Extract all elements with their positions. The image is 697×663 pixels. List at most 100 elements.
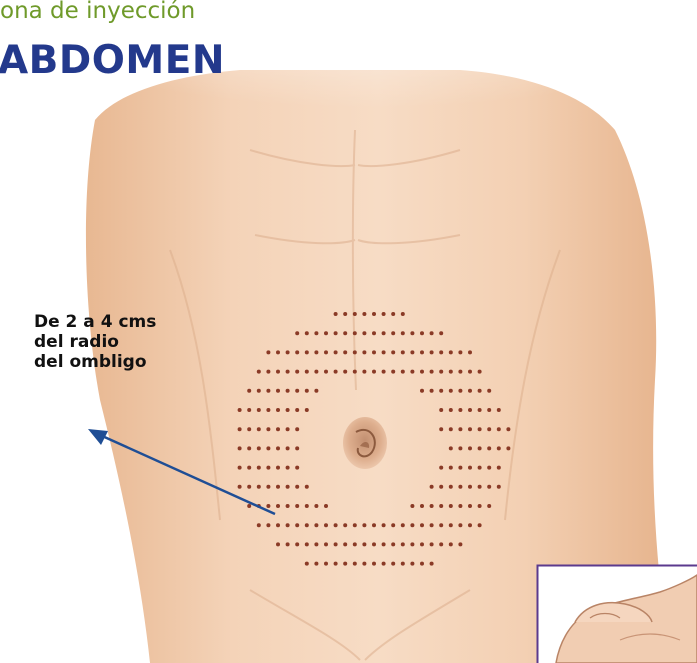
injection-dot (286, 485, 290, 489)
injection-dot (401, 562, 405, 566)
injection-dot (478, 466, 482, 470)
injection-dot (247, 408, 251, 412)
injection-dot (343, 523, 347, 527)
injection-dot (286, 523, 290, 527)
injection-dot (305, 485, 309, 489)
injection-dot (257, 389, 261, 393)
injection-dot (401, 331, 405, 335)
injection-dot (449, 408, 453, 412)
injection-dot (430, 523, 434, 527)
injection-dot (334, 370, 338, 374)
injection-dot (334, 562, 338, 566)
injection-dot (266, 523, 270, 527)
injection-dot (266, 446, 270, 450)
injection-dot (334, 312, 338, 316)
injection-dot (458, 446, 462, 450)
injection-dot (276, 389, 280, 393)
injection-dot (295, 466, 299, 470)
injection-dot (506, 427, 510, 431)
injection-dot (439, 350, 443, 354)
injection-dot (420, 562, 424, 566)
injection-dot (430, 542, 434, 546)
injection-dot (353, 523, 357, 527)
injection-dot (458, 485, 462, 489)
injection-dot (324, 504, 328, 508)
injection-dot (468, 408, 472, 412)
injection-dot (401, 523, 405, 527)
injection-dot (276, 523, 280, 527)
injection-dot (305, 523, 309, 527)
injection-dot (449, 485, 453, 489)
injection-dot (266, 466, 270, 470)
injection-dot (439, 389, 443, 393)
injection-dot (257, 466, 261, 470)
injection-dot (305, 504, 309, 508)
injection-dot (247, 389, 251, 393)
injection-dot (295, 446, 299, 450)
injection-dot (468, 350, 472, 354)
injection-dot (391, 350, 395, 354)
injection-dot (276, 542, 280, 546)
injection-dot (420, 331, 424, 335)
injection-dot (305, 331, 309, 335)
injection-dot (238, 446, 242, 450)
injection-dot (391, 542, 395, 546)
injection-dot (324, 331, 328, 335)
injection-dot (295, 370, 299, 374)
injection-dot (458, 408, 462, 412)
injection-dot (343, 331, 347, 335)
injection-dot (478, 485, 482, 489)
injection-dot (430, 350, 434, 354)
injection-dot (468, 466, 472, 470)
injection-dot (334, 523, 338, 527)
injection-dot (401, 312, 405, 316)
injection-dot (420, 542, 424, 546)
injection-dot (458, 542, 462, 546)
injection-dot (478, 427, 482, 431)
injection-dot (324, 542, 328, 546)
injection-dot (382, 370, 386, 374)
injection-dot (353, 350, 357, 354)
injection-dot (391, 312, 395, 316)
injection-dot (276, 370, 280, 374)
injection-dot (430, 562, 434, 566)
injection-dot (353, 370, 357, 374)
injection-dot (449, 370, 453, 374)
injection-dot (238, 408, 242, 412)
injection-dot (372, 350, 376, 354)
injection-dot (372, 542, 376, 546)
injection-dot (478, 446, 482, 450)
injection-dot (410, 504, 414, 508)
injection-dot (314, 542, 318, 546)
injection-dot (458, 370, 462, 374)
injection-dot (439, 542, 443, 546)
injection-dot (410, 331, 414, 335)
injection-dot (506, 446, 510, 450)
injection-dot (305, 542, 309, 546)
injection-dot (247, 485, 251, 489)
injection-dot (439, 427, 443, 431)
injection-dot (439, 485, 443, 489)
injection-dot (401, 350, 405, 354)
injection-dot (238, 485, 242, 489)
injection-dot (324, 370, 328, 374)
injection-dot (449, 523, 453, 527)
injection-dot (478, 408, 482, 412)
injection-dot (420, 350, 424, 354)
injection-dot (362, 331, 366, 335)
injection-dot (343, 350, 347, 354)
injection-dot (314, 523, 318, 527)
injection-dot (257, 446, 261, 450)
injection-dot (439, 523, 443, 527)
injection-dot (286, 427, 290, 431)
injection-dot (410, 523, 414, 527)
injection-dot (410, 370, 414, 374)
injection-dot (314, 389, 318, 393)
injection-dot (247, 446, 251, 450)
injection-dot (391, 523, 395, 527)
injection-dot (439, 331, 443, 335)
injection-dot (353, 562, 357, 566)
injection-dot (353, 312, 357, 316)
injection-dot (449, 542, 453, 546)
injection-dot (286, 466, 290, 470)
